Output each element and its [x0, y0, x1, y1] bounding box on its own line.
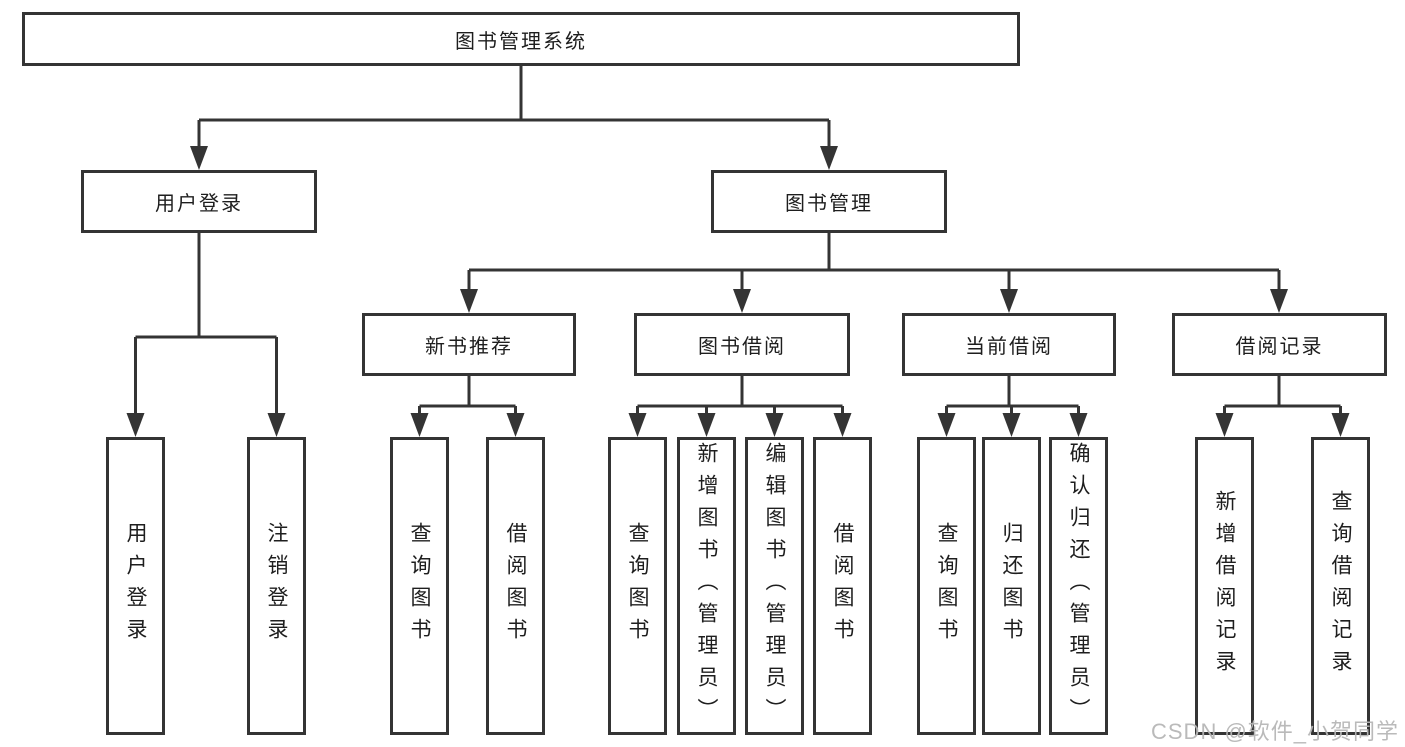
node-leaf-query-books: 查询图书 — [917, 437, 976, 735]
node-leaf-query-books: 查询图书 — [390, 437, 449, 735]
node-leaf-borrow-books: 借阅图书 — [486, 437, 545, 735]
arrowhead-icon — [410, 413, 429, 437]
connector-userlogin-to-leaves — [126, 233, 286, 437]
node-label: 新书推荐 — [425, 336, 513, 358]
node-label: 新增借阅记录 — [1213, 490, 1236, 682]
arrowhead-icon — [190, 146, 208, 170]
arrowhead-icon — [697, 413, 716, 437]
node-leaf-query-borrow-record: 查询借阅记录 — [1311, 437, 1370, 735]
arrowhead-icon — [833, 413, 852, 437]
node-leaf-confirm-return-admin: 确认归还（管理员） — [1049, 437, 1108, 735]
node-label: 图书管理系统 — [455, 30, 587, 53]
arrowhead-icon — [733, 289, 751, 313]
arrowhead-icon — [460, 289, 478, 313]
node-leaf-query-books: 查询图书 — [608, 437, 667, 735]
node-book-borrowing: 图书借阅 — [634, 313, 850, 376]
node-leaf-add-borrow-record: 新增借阅记录 — [1195, 437, 1254, 735]
node-label: 借阅图书 — [831, 522, 854, 650]
connector-newbook-to-leaves — [410, 376, 525, 437]
node-label: 借阅记录 — [1235, 336, 1324, 358]
node-user-login: 用户登录 — [81, 170, 317, 233]
node-leaf-add-book-admin: 新增图书（管理员） — [677, 437, 736, 735]
arrowhead-icon — [937, 413, 956, 437]
node-borrowing-records: 借阅记录 — [1172, 313, 1387, 376]
connector-borrowrecords-to-leaves — [1215, 376, 1350, 437]
node-label: 注销登录 — [265, 522, 288, 650]
connector-bookborrow-to-leaves — [628, 376, 852, 437]
node-leaf-user-login: 用户登录 — [106, 437, 165, 735]
node-label: 用户登录 — [124, 522, 147, 650]
node-label: 查询图书 — [408, 522, 431, 650]
node-label: 确认归还（管理员） — [1067, 442, 1090, 730]
node-label: 图书管理 — [785, 193, 873, 215]
csdn-watermark: CSDN @软件_小贺同学 — [1151, 719, 1400, 744]
arrowhead-icon — [765, 413, 784, 437]
arrowhead-icon — [126, 413, 145, 437]
connector-bookmgmt-to-level3 — [460, 233, 1288, 313]
node-label: 当前借阅 — [965, 336, 1053, 358]
arrowhead-icon — [628, 413, 647, 437]
node-label: 用户登录 — [155, 193, 243, 215]
node-library-system: 图书管理系统 — [22, 12, 1020, 66]
node-label: 查询图书 — [626, 522, 649, 650]
arrowhead-icon — [1270, 289, 1288, 313]
arrowhead-icon — [1000, 289, 1018, 313]
node-label: 归还图书 — [1000, 522, 1023, 650]
node-label: 查询图书 — [935, 522, 958, 650]
node-leaf-edit-book-admin: 编辑图书（管理员） — [745, 437, 804, 735]
arrowhead-icon — [1215, 413, 1234, 437]
arrowhead-icon — [1069, 413, 1088, 437]
arrowhead-icon — [267, 413, 286, 437]
node-label: 新增图书（管理员） — [695, 442, 718, 730]
connector-currentborrow-to-leaves — [937, 376, 1088, 437]
node-new-book-recommendation: 新书推荐 — [362, 313, 576, 376]
node-label: 借阅图书 — [504, 522, 527, 650]
node-book-management: 图书管理 — [711, 170, 947, 233]
node-leaf-borrow-books: 借阅图书 — [813, 437, 872, 735]
arrowhead-icon — [506, 413, 525, 437]
node-label: 查询借阅记录 — [1329, 490, 1352, 682]
node-label: 编辑图书（管理员） — [763, 442, 786, 730]
connector-root-to-level2 — [190, 66, 838, 170]
node-leaf-logout: 注销登录 — [247, 437, 306, 735]
node-label: 图书借阅 — [698, 336, 786, 358]
arrowhead-icon — [1002, 413, 1021, 437]
node-leaf-return-books: 归还图书 — [982, 437, 1041, 735]
arrowhead-icon — [820, 146, 838, 170]
arrowhead-icon — [1331, 413, 1350, 437]
node-current-borrowing: 当前借阅 — [902, 313, 1116, 376]
